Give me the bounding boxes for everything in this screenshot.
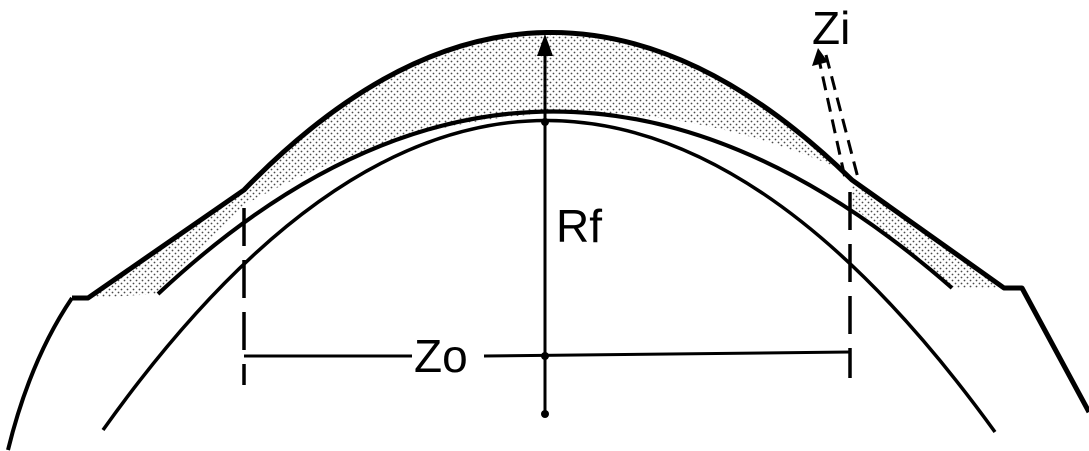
lens-optic-zone-stipple [244, 32, 852, 205]
rf-apex-dot [541, 118, 549, 126]
rf-center-point [541, 410, 549, 418]
lens-back-surface [156, 109, 954, 296]
outer-left-eye-contour [6, 296, 74, 451]
zo-dimension-midpoint [541, 352, 549, 360]
rf-arrowhead [537, 34, 553, 56]
zi-arrowhead [812, 48, 828, 66]
lens-front-surface [72, 30, 1089, 414]
zi-label: Zi [812, 2, 850, 54]
rf-label: Rf [556, 200, 602, 252]
zo-dimension-line-right [483, 350, 851, 358]
zo-label: Zo [414, 330, 468, 382]
cornea-surface [101, 118, 997, 434]
